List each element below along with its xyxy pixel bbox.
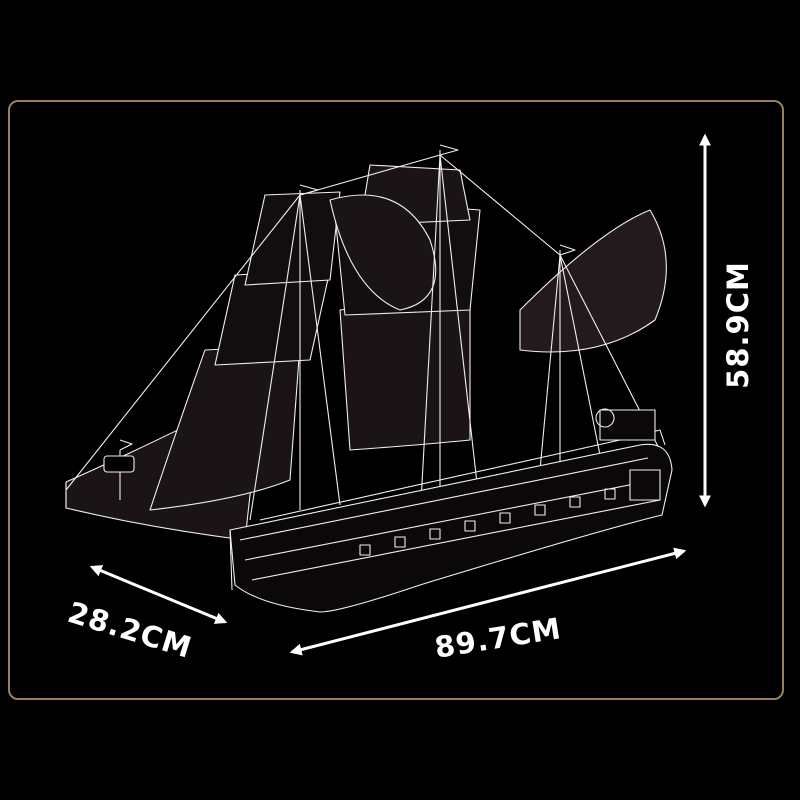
height-label: 58.9CM: [721, 261, 755, 389]
fore-sail-lower: [149, 344, 301, 511]
gun-ports: [359, 488, 616, 556]
hull: [229, 443, 673, 613]
fore-sail-top: [244, 191, 341, 286]
depth-arrow: [89, 565, 228, 624]
main-sail-lower: [339, 299, 471, 451]
bow-flag-post: [103, 439, 135, 500]
length-arrow: [289, 547, 687, 656]
spanker-sail: [519, 209, 667, 353]
ship-line-art: [65, 144, 673, 613]
fore-sail-middle: [214, 269, 331, 366]
frame-border: [8, 100, 784, 700]
